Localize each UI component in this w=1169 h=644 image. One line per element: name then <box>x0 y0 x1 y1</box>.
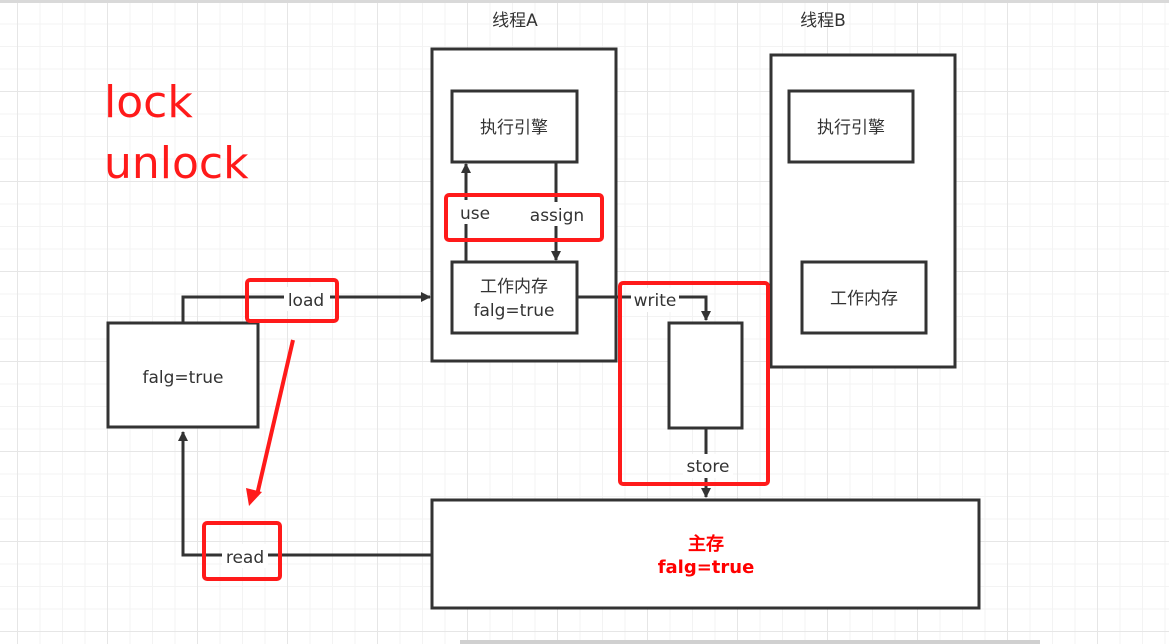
unlock-annotation: unlock <box>104 138 249 189</box>
thread-b-engine-box[interactable] <box>787 89 915 164</box>
thread-a-engine-label: 执行引擎 <box>480 118 548 138</box>
thread-a-engine-box[interactable] <box>450 89 579 164</box>
transfer-buffer-box[interactable] <box>667 321 744 430</box>
thread-b-engine-label: 执行引擎 <box>817 118 885 138</box>
main-memory-box[interactable] <box>430 498 981 610</box>
main-memory-title: 主存 <box>688 533 724 555</box>
lock-annotation: lock <box>104 77 193 128</box>
write-store-highlight <box>618 281 770 486</box>
thread-b-work-memory-box[interactable] <box>800 260 928 335</box>
write-label: write <box>634 291 677 311</box>
load-highlight <box>245 278 339 323</box>
use-assign-highlight <box>444 193 604 242</box>
thread-a-work-memory-value: falg=true <box>473 301 554 321</box>
left-variable-box[interactable] <box>106 321 260 429</box>
red-pointer-arrowhead <box>246 488 262 506</box>
thread-a-title: 线程A <box>492 11 538 31</box>
thread-b-title: 线程B <box>800 11 846 31</box>
thread-a-work-memory-box[interactable] <box>450 260 579 335</box>
assign-label: assign <box>530 206 584 226</box>
thread-a-work-memory-title: 工作内存 <box>480 277 548 297</box>
canvas-top-border <box>0 0 1169 3</box>
canvas-bottom-scrollbar[interactable] <box>460 640 1040 644</box>
read-connector <box>178 431 432 557</box>
red-pointer-line <box>255 339 295 496</box>
load-label: load <box>288 291 324 311</box>
thread-b-work-memory-title: 工作内存 <box>830 289 898 309</box>
main-memory-value: falg=true <box>658 557 755 578</box>
store-label: store <box>687 457 730 477</box>
read-highlight <box>202 521 282 581</box>
use-label: use <box>460 204 490 224</box>
read-label: read <box>226 548 264 568</box>
left-variable-value: falg=true <box>142 368 223 388</box>
load-connector <box>181 292 431 323</box>
